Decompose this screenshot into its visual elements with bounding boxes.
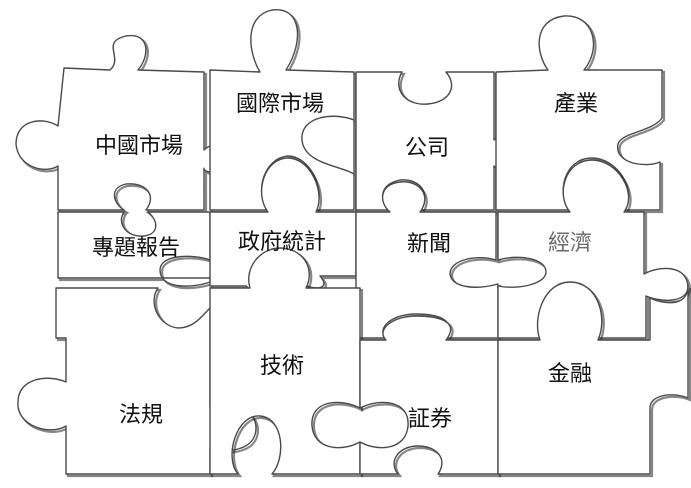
piece-securities[interactable] [359,315,502,478]
label-intl-market[interactable]: 國際市場 [236,92,325,117]
label-regulations[interactable]: 法規 [119,403,164,428]
piece-technology[interactable] [209,247,364,478]
piece-special-report[interactable] [57,211,214,290]
label-securities[interactable]: 証券 [408,407,453,432]
label-gov-stats[interactable]: 政府統計 [238,230,327,255]
label-china-market[interactable]: 中國市場 [95,134,184,159]
piece-economy[interactable] [497,159,691,342]
piece-china-market[interactable] [15,34,228,214]
label-news[interactable]: 新聞 [407,232,452,257]
label-industry[interactable]: 產業 [554,92,599,117]
label-technology[interactable]: 技術 [260,354,305,379]
label-company[interactable]: 公司 [405,136,450,161]
label-special-report[interactable]: 專題報告 [92,236,181,261]
label-finance[interactable]: 金融 [548,362,593,387]
piece-finance[interactable] [497,281,691,478]
piece-regulations[interactable] [17,287,260,478]
label-economy[interactable]: 經濟 [548,231,593,256]
